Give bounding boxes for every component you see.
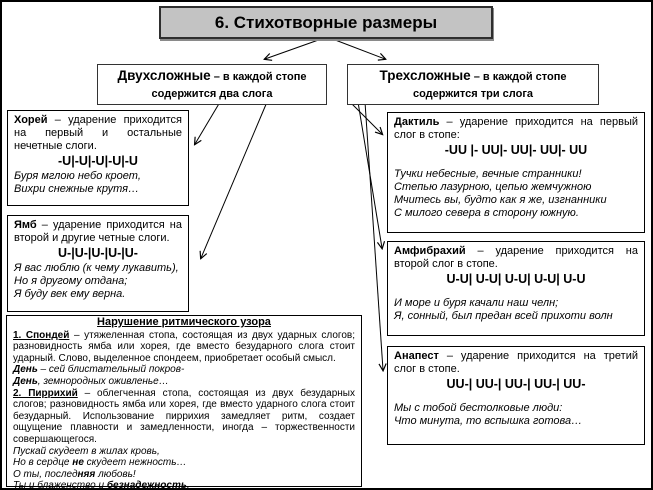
- anapest-scheme: UU-| UU-| UU-| UU-| UU-: [446, 377, 586, 391]
- spondee-term: 1. Спондей: [13, 329, 70, 341]
- pyrrhic-term: 2. Пиррихий: [13, 387, 78, 399]
- amphibrach-scheme: U-U| U-U| U-U| U-U| U-U: [446, 272, 586, 286]
- pyrrhic-definition: 2. Пиррихий – облегченная стопа, состоящ…: [13, 387, 355, 445]
- pyrrhic-example-line: Пускай скудеет в жилах кровь,: [13, 445, 160, 457]
- amphibrach-term: Амфибрахий: [394, 245, 466, 257]
- pyrrhic-example-line: Ты и блаженство и безнадежность.: [13, 480, 190, 490]
- category-two-rest: – в каждой стопе содержится два слога: [151, 71, 307, 100]
- dactyl-example-line: С милого севера в сторону южную.: [394, 207, 579, 219]
- arrow-three-to-amphibrach: [357, 101, 382, 248]
- meter-box-yamb: Ямб – ударение приходится на второй и др…: [7, 215, 189, 312]
- yamb-definition: Ямб – ударение приходится на второй и др…: [14, 219, 182, 244]
- category-three-rest: – в каждой стопе содержится три слога: [412, 71, 567, 100]
- category-three-syllable-box: Трехсложные – в каждой стопе содержится …: [347, 64, 599, 105]
- yamb-example-line: Я буду век ему верна.: [14, 288, 126, 300]
- amphibrach-definition: Амфибрахий – ударение приходится на втор…: [394, 245, 638, 270]
- meter-box-amphibrach: Амфибрахий – ударение приходится на втор…: [387, 241, 645, 336]
- chorey-example-line: Вихри снежные крутя…: [14, 183, 140, 195]
- arrow-three-to-dactyl: [349, 101, 382, 134]
- yamb-term: Ямб: [14, 219, 37, 231]
- dactyl-scheme: -UU |- UU|- UU|- UU|- UU: [444, 143, 588, 157]
- dactyl-example-line: Степью лазурною, цепью жемчужною: [394, 181, 592, 193]
- meter-box-dactyl: Дактиль – ударение приходится на первый …: [387, 112, 645, 233]
- violation-box: Нарушение ритмического узора 1. Спондей …: [6, 315, 362, 490]
- category-two-syllable-box: Двухсложные – в каждой стопе содержится …: [97, 64, 327, 105]
- chorey-definition: Хорей – ударение приходится на первый и …: [14, 114, 182, 152]
- chorey-example-line: Буря мглою небо кроет,: [14, 170, 141, 182]
- amphibrach-example-line: Я, сонный, был предан всей прихоти волн: [394, 310, 613, 322]
- pyrrhic-example-line: О ты, последняя любовь!: [13, 468, 136, 480]
- meter-box-chorey: Хорей – ударение приходится на первый и …: [7, 110, 189, 206]
- anapest-example-line: Что минута, то вспышка готова…: [394, 415, 583, 427]
- yamb-scheme: U-|U-|U-|U-|U-: [58, 246, 138, 260]
- yamb-example-line: Но я другому отдана;: [14, 275, 128, 287]
- pyrrhic-example-line: Но в сердце не скудеет нежность…: [13, 457, 187, 469]
- yamb-example-line: Я вас люблю (к чему лукавить),: [14, 262, 179, 274]
- dactyl-term: Дактиль: [394, 116, 440, 128]
- arrow-two-to-chorey: [195, 101, 221, 144]
- dactyl-definition: Дактиль – ударение приходится на первый …: [394, 116, 638, 141]
- arrow-title-to-two: [265, 37, 325, 59]
- arrow-two-to-yamb: [201, 101, 268, 258]
- spondee-definition: 1. Спондей – утяжеленная стопа, состояща…: [13, 329, 356, 364]
- category-three-term: Трехсложные: [379, 68, 471, 83]
- arrow-three-to-anapest: [364, 101, 383, 370]
- title-box: 6. Стихотворные размеры: [159, 6, 493, 39]
- dactyl-example-line: Тучки небесные, вечные странники!: [394, 168, 582, 180]
- category-two-term: Двухсложные: [117, 68, 211, 83]
- chorey-term: Хорей: [14, 114, 48, 126]
- anapest-example-line: Мы с тобой бестолковые люди:: [394, 402, 563, 414]
- dactyl-example-line: Мчитесь вы, будто как я же, изгнанники: [394, 194, 607, 206]
- spondee-example-line: День, земнородных оживленье…: [13, 375, 169, 387]
- meter-box-anapest: Анапест – ударение приходится на третий …: [387, 346, 645, 445]
- spondee-example-line: День – сей блистательный покров-: [13, 364, 185, 376]
- arrow-title-to-three: [329, 37, 385, 59]
- anapest-term: Анапест: [394, 350, 439, 362]
- amphibrach-example-line: И море и буря качали наш челн;: [394, 297, 559, 309]
- violation-heading: Нарушение ритмического узора: [97, 316, 271, 328]
- page-title: 6. Стихотворные размеры: [214, 12, 438, 32]
- anapest-definition: Анапест – ударение приходится на третий …: [394, 350, 638, 375]
- chorey-scheme: -U|-U|-U|-U|-U: [58, 154, 138, 168]
